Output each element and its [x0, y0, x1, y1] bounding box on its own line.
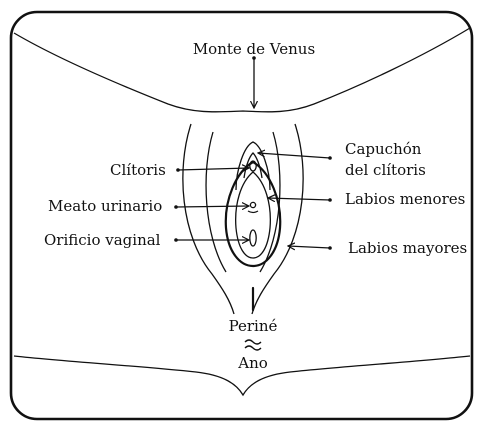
label-capuchon: Capuchón [345, 140, 422, 158]
label-ano: Ano [237, 354, 268, 372]
labia-minora-inner [236, 172, 271, 258]
label-del-clitoris: del clítoris [345, 161, 426, 179]
anus-symbol [245, 340, 261, 350]
label-meato-urinario: Meato urinario [48, 197, 162, 215]
label-orificio-vaginal: Orificio vaginal [44, 231, 161, 249]
urethral-meatus [250, 202, 255, 207]
labia-majora-left-inner [206, 132, 226, 272]
label-labios-menores: Labios menores [345, 190, 465, 208]
capuchon-leader [258, 153, 330, 158]
label-labios-mayores: Labios mayores [348, 239, 467, 257]
labios-mayores-leader [288, 246, 330, 248]
labia-minora-outer [226, 162, 280, 266]
meato-leader [176, 206, 249, 207]
label-clitoris: Clítoris [110, 161, 166, 179]
vaginal-opening [250, 230, 256, 246]
urethral-meatus-mark [248, 211, 258, 213]
clitoral-hood [236, 142, 270, 190]
label-monte-de-venus: Monte de Venus [193, 40, 315, 58]
label-perine: Periné [229, 317, 278, 335]
